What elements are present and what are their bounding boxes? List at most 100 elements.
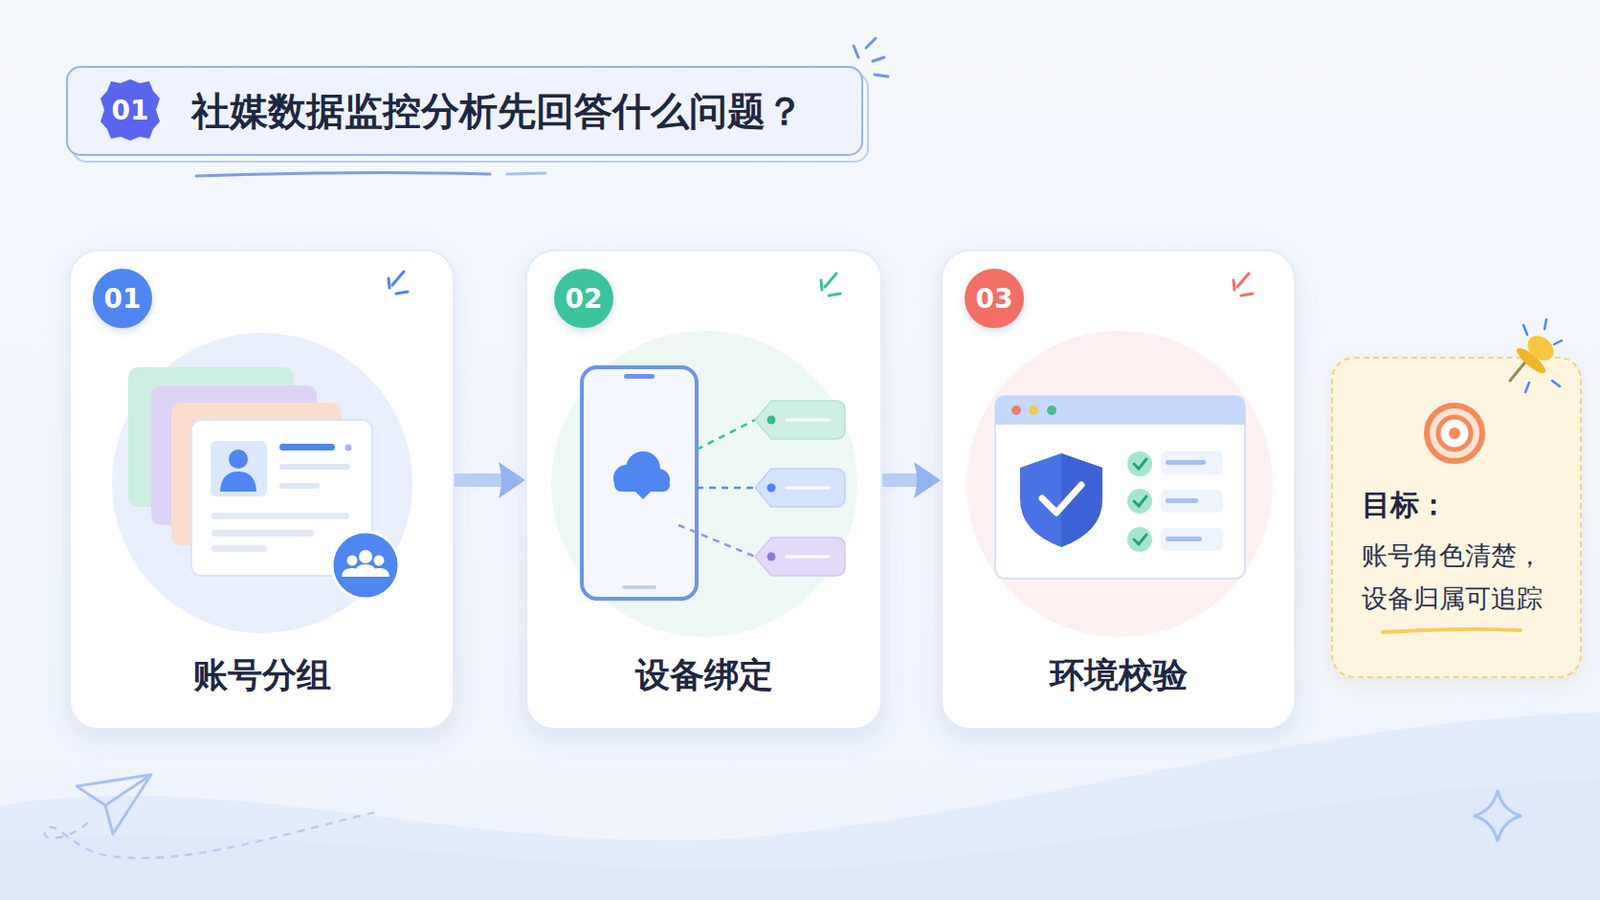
halo-circle: [966, 331, 1273, 638]
cloud-icon: [635, 491, 651, 500]
cloud-icon: [646, 468, 670, 492]
tag-dot: [767, 484, 777, 493]
target-icon: [1438, 417, 1471, 450]
push-pin: [1522, 331, 1558, 366]
push-pin: [1513, 344, 1550, 378]
star-sparkle: [1473, 790, 1522, 843]
check-line: [1165, 536, 1202, 542]
sparkle-mark: [1233, 273, 1253, 296]
goal-note: 目标：账号角色清楚， 设备归属可追踪: [1331, 356, 1582, 679]
text-bar: [211, 512, 350, 520]
tag-line: [786, 419, 829, 423]
goal-text: 账号角色清楚， 设备归属可追踪: [1361, 533, 1554, 621]
check-circle: [1127, 451, 1153, 477]
shield: [1020, 453, 1103, 548]
step-card: 环境校验 03: [940, 249, 1296, 731]
text-bar: [279, 464, 351, 470]
title: 社媒数据监控分析先回答什么问题？: [191, 88, 804, 134]
group-person: [354, 564, 378, 578]
check-line: [1165, 460, 1206, 466]
check-mark: [1133, 496, 1147, 507]
halo-circle: [551, 331, 858, 638]
phone: [581, 367, 697, 600]
avatar-head: [228, 449, 248, 469]
profile-card: [171, 402, 342, 546]
step-badge: 02: [554, 268, 614, 329]
title-box: [66, 66, 863, 156]
halo-circle: [111, 333, 413, 634]
cloud-icon: [625, 451, 661, 487]
flow-arrow: [454, 473, 526, 488]
check-row: [1160, 489, 1223, 513]
step-number: 01: [92, 268, 153, 329]
title-underline: [507, 173, 546, 175]
title-badge: [100, 79, 160, 141]
link-dash: [678, 525, 756, 557]
window-dot: [1028, 405, 1039, 416]
group-person: [374, 555, 385, 567]
bottom-wave: [0, 779, 1600, 900]
cloud-icon: [613, 465, 641, 492]
profile-card: [151, 385, 317, 526]
profile-card: [191, 420, 373, 577]
group-person: [347, 555, 358, 567]
device-tag: [755, 400, 845, 440]
cloud-icon: [614, 478, 670, 492]
avatar-box: [210, 441, 267, 497]
browser-bar: [995, 396, 1245, 425]
check-row: [1160, 451, 1223, 475]
group-person: [341, 568, 360, 578]
window-dot: [1011, 405, 1022, 416]
group-person: [358, 550, 373, 564]
link-dash: [696, 420, 756, 450]
group-icon: [332, 532, 400, 600]
device-tag: [755, 468, 845, 508]
sparkle-mark: [821, 273, 841, 296]
tag-dot: [767, 553, 777, 562]
target-icon: [1448, 427, 1461, 440]
sparkle-mark: [853, 38, 889, 77]
title-underline: [196, 172, 490, 177]
text-bar: [279, 483, 320, 489]
window-dot: [1046, 405, 1057, 416]
check-mark: [1042, 485, 1082, 513]
check-circle: [1127, 488, 1153, 514]
goal-underline: [1382, 629, 1521, 633]
check-mark: [1133, 534, 1147, 545]
step-card: 设备绑定 02: [525, 249, 883, 731]
check-line: [1165, 498, 1199, 504]
tag-line: [786, 555, 829, 559]
step-label: 设备绑定: [527, 654, 881, 697]
text-dot: [345, 444, 353, 452]
step-number: 02: [554, 268, 614, 329]
device-tag: [755, 537, 845, 577]
shield-shade: [1061, 453, 1103, 548]
bottom-wave: [0, 712, 1600, 900]
text-bar: [279, 444, 335, 451]
check-mark: [1133, 459, 1147, 469]
phone-notch: [623, 374, 655, 379]
text-bar: [211, 545, 267, 553]
sparkle-mark: [1523, 319, 1562, 393]
browser-window: [995, 396, 1245, 579]
step-number: 03: [964, 268, 1024, 329]
tag-dot: [767, 416, 777, 425]
group-person: [371, 568, 390, 578]
avatar-body: [220, 471, 257, 492]
target-icon: [1426, 405, 1483, 462]
link-dash: [696, 487, 756, 490]
check-circle: [1127, 527, 1153, 553]
push-pin: [1510, 359, 1528, 381]
step-badge: 01: [92, 268, 153, 329]
sparkle-mark: [388, 271, 408, 294]
step-label: 环境校验: [942, 654, 1294, 697]
step-card: 账号分组01: [68, 249, 455, 731]
paper-plane: [76, 775, 152, 835]
profile-card: [128, 367, 294, 508]
text-bar: [211, 530, 314, 537]
step-badge: 03: [964, 268, 1024, 329]
plane-trail: [44, 811, 381, 859]
phone-bar: [622, 585, 657, 590]
